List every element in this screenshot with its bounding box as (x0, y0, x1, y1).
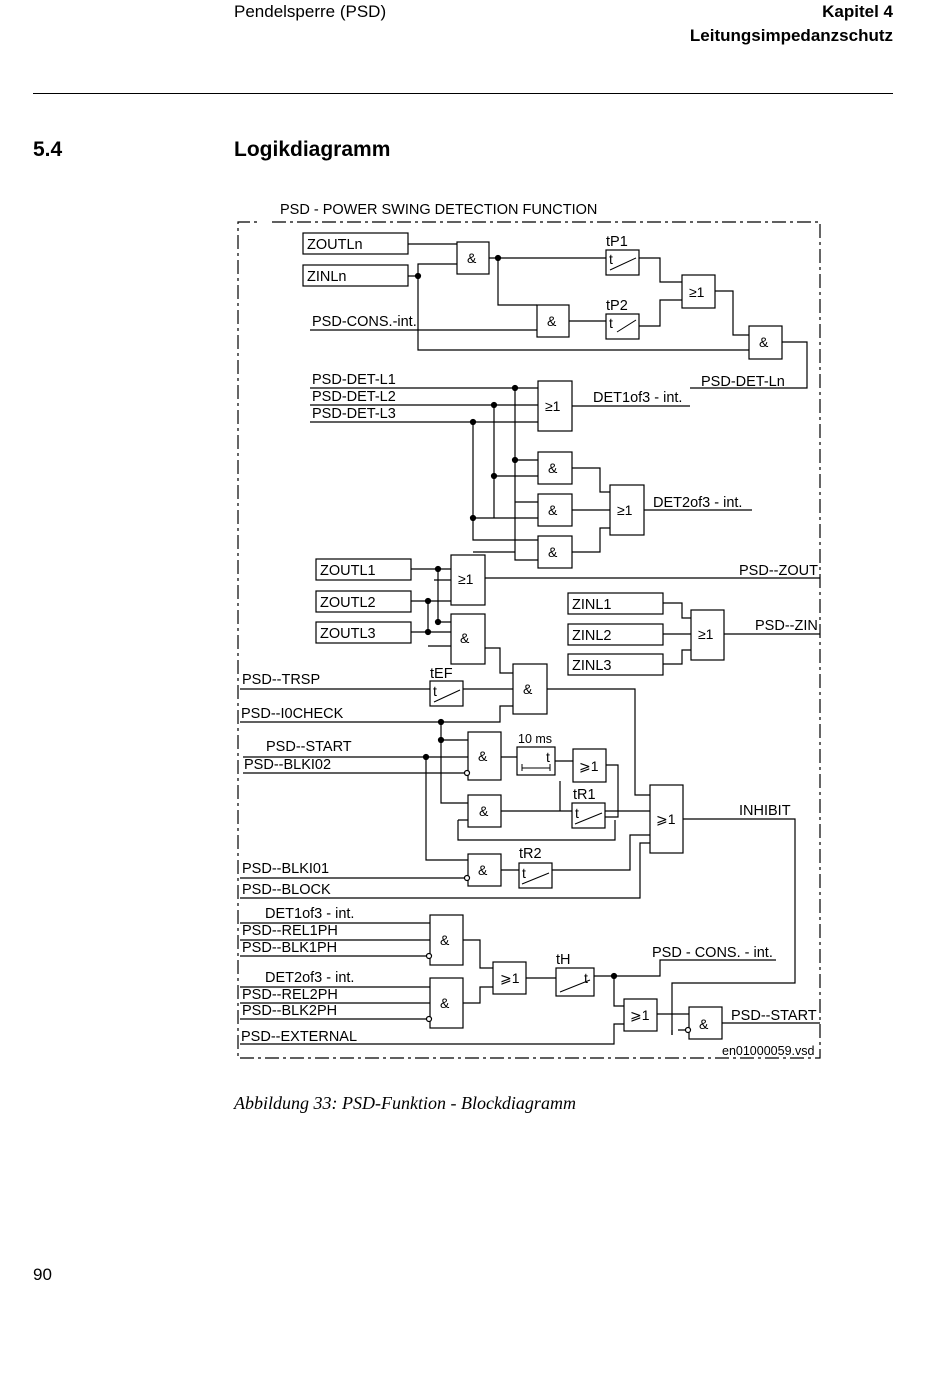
label-zinl2: ZINL2 (572, 628, 612, 644)
label-psd-zout: PSD--ZOUT (739, 563, 818, 579)
label-zinln: ZINLn (307, 269, 347, 285)
label-psd-rel1ph: PSD--REL1PH (242, 923, 338, 939)
label-th: tH (556, 952, 571, 968)
gate-and-zout (450, 613, 486, 665)
gate-symbol-and-3: & (759, 334, 769, 350)
label-psd-blki02: PSD--BLKI02 (244, 757, 331, 773)
label-psd-start-in: PSD--START (266, 739, 352, 755)
timer-t-tef: t (433, 683, 437, 699)
page-number: 90 (33, 1265, 52, 1284)
gate-symbol-or-ph: ⩾1 (500, 970, 520, 986)
label-psd-det-l1: PSD-DET-L1 (312, 372, 396, 388)
timer-tr2 (518, 862, 553, 889)
timer-th (555, 967, 595, 997)
gate-symbol-and-tef: & (523, 681, 533, 697)
label-det2of3-out: DET2of3 - int. (653, 495, 742, 511)
label-det2of3-in: DET2of3 - int. (265, 970, 354, 986)
gate-symbol-and-2: & (547, 313, 557, 329)
gate-symbol-or-start: ⩾1 (579, 758, 599, 774)
timer-tef (429, 680, 464, 707)
label-psd-blki01: PSD--BLKI01 (242, 861, 329, 877)
diagram-frame-title: PSD - POWER SWING DETECTION FUNCTION (280, 202, 597, 218)
gate-symbol-and-l2l3: & (548, 502, 558, 518)
gate-symbol-or-det1of3: ≥1 (545, 398, 561, 414)
label-psd-det-ln: PSD-DET-Ln (701, 374, 785, 390)
label-zinl1: ZINL1 (572, 597, 612, 613)
label-tef: tEF (430, 666, 453, 682)
label-psd-cons-int-out: PSD - CONS. - int. (652, 945, 773, 961)
timer-t-10ms: t (546, 749, 550, 765)
label-zoutln: ZOUTLn (307, 237, 363, 253)
label-psd-start-out: PSD--START (731, 1008, 817, 1024)
gate-symbol-or-1: ≥1 (689, 284, 705, 300)
label-psd-cons-int: PSD-CONS.-int. (312, 314, 417, 330)
label-psd-external: PSD--EXTERNAL (241, 1029, 357, 1045)
label-zoutl3: ZOUTL3 (320, 626, 376, 642)
label-inhibit: INHIBIT (739, 803, 791, 819)
gate-symbol-and-start: & (478, 748, 488, 764)
figure-caption: Abbildung 33: PSD-Funktion - Blockdiagra… (234, 1093, 576, 1113)
running-header-chapter-title: Leitungsimpedanzschutz (689, 26, 893, 45)
gate-symbol-and-tr1: & (479, 803, 489, 819)
timer-tp1 (605, 249, 640, 276)
label-psd-block: PSD--BLOCK (242, 882, 331, 898)
label-psd-trsp: PSD--TRSP (242, 672, 320, 688)
running-header-section: Pendelsperre (PSD) (234, 2, 387, 21)
gate-symbol-or-start-out: ⩾1 (630, 1007, 650, 1023)
gate-symbol-and-l1l3: & (548, 544, 558, 560)
label-tr1: tR1 (573, 787, 596, 803)
timer-t-th: t (584, 970, 588, 986)
gate-symbol-and-1ph: & (440, 932, 450, 948)
timer-t-tr2: t (522, 865, 526, 881)
gate-symbol-and-2ph: & (440, 995, 450, 1011)
label-tp2: tP2 (606, 298, 628, 314)
gate-symbol-or-zout: ≥1 (458, 571, 474, 587)
gate-or-zin (690, 609, 725, 661)
label-psd-blk2ph: PSD--BLK2PH (242, 1003, 337, 1019)
timer-t-tp1: t (609, 251, 613, 267)
gate-symbol-and-l1l2: & (548, 460, 558, 476)
label-det1of3-out: DET1of3 - int. (593, 390, 682, 406)
section-number: 5.4 (33, 138, 63, 161)
frame-border (237, 221, 821, 1059)
running-header-chapter: Kapitel 4 (822, 2, 893, 21)
label-zoutl1: ZOUTL1 (320, 563, 376, 579)
label-psd-blk1ph: PSD--BLK1PH (242, 940, 337, 956)
label-psd-zin: PSD--ZIN (755, 618, 818, 634)
label-psd-det-l2: PSD-DET-L2 (312, 389, 396, 405)
timer-t-tr1: t (575, 805, 579, 821)
label-psd-det-l3: PSD-DET-L3 (312, 406, 396, 422)
gate-symbol-and-tr2: & (478, 862, 488, 878)
label-zoutl2: ZOUTL2 (320, 595, 376, 611)
label-det1of3-in: DET1of3 - int. (265, 906, 354, 922)
diagram-file-ref: en01000059.vsd (722, 1044, 814, 1058)
label-psd-rel2ph: PSD--REL2PH (242, 987, 338, 1003)
label-psd-i0check: PSD--I0CHECK (241, 706, 344, 722)
gate-symbol-or-zin: ≥1 (698, 626, 714, 642)
label-zinl3: ZINL3 (572, 658, 612, 674)
header-rule (33, 93, 893, 94)
timer-t-tp2: t (609, 315, 613, 331)
gate-symbol-and-start-out: & (699, 1016, 709, 1032)
section-title: Logikdiagramm (234, 138, 391, 161)
gate-symbol-or-inhibit: ⩾1 (656, 811, 676, 827)
timer-tr1 (571, 802, 606, 829)
label-tr2: tR2 (519, 846, 542, 862)
label-tp1: tP1 (606, 234, 628, 250)
gate-symbol-or-det2of3: ≥1 (617, 502, 633, 518)
gate-or-start-out (623, 998, 658, 1032)
gate-and-start (467, 731, 502, 781)
gate-symbol-and-1: & (467, 250, 477, 266)
gate-symbol-and-zout: & (460, 630, 470, 646)
label-10ms: 10 ms (518, 732, 552, 746)
